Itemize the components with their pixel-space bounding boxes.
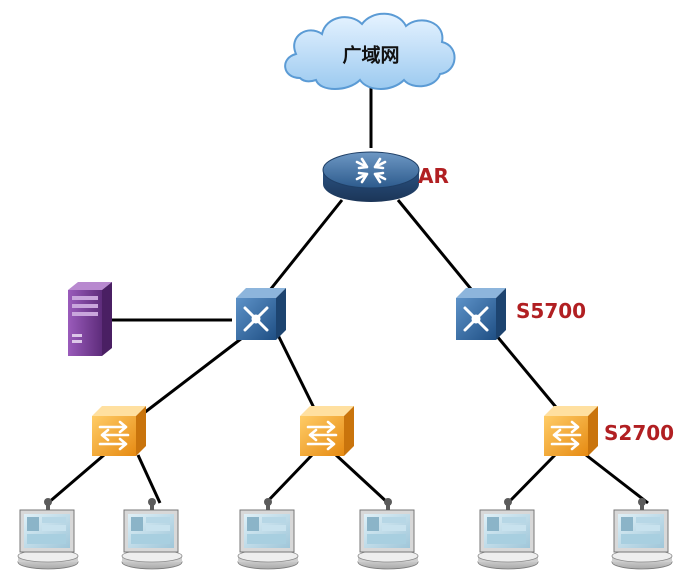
pc-icon [17,497,79,570]
link-l2-b-pc3 [264,453,314,505]
pc-icon [611,497,673,570]
access-switch-label: S2700 [604,421,674,445]
layer2-switch-icon [298,404,356,458]
router-icon [322,151,420,202]
link-s5700-s2700 [494,334,562,413]
link-s2700-pc5 [506,453,557,505]
server-icon [68,282,112,356]
pc-icon [121,497,183,570]
pc-icon [237,497,299,570]
link-l3-left-l2-b [276,334,320,417]
cloud-icon: 广域网 [284,12,456,90]
link-l2-a-pc2 [136,454,162,504]
link-s2700-pc6 [585,453,649,505]
pc-icon [477,497,539,570]
layer2-switch-icon-s2700 [542,404,600,458]
core-switch-label: S5700 [516,299,586,323]
layer2-switch-icon [90,404,148,458]
router-label: AR [418,164,449,188]
link-l3-left-l2-a [139,333,247,418]
link-l2-b-pc4 [334,453,390,505]
layer3-switch-icon [234,286,288,342]
links [47,82,649,505]
link-l2-a-pc1 [47,453,105,505]
link-router-l3-left [260,199,344,301]
pc-icon [357,497,419,570]
link-router-s5700 [396,199,482,301]
layer3-switch-icon-s5700 [454,286,508,342]
cloud-label: 广域网 [342,44,399,67]
